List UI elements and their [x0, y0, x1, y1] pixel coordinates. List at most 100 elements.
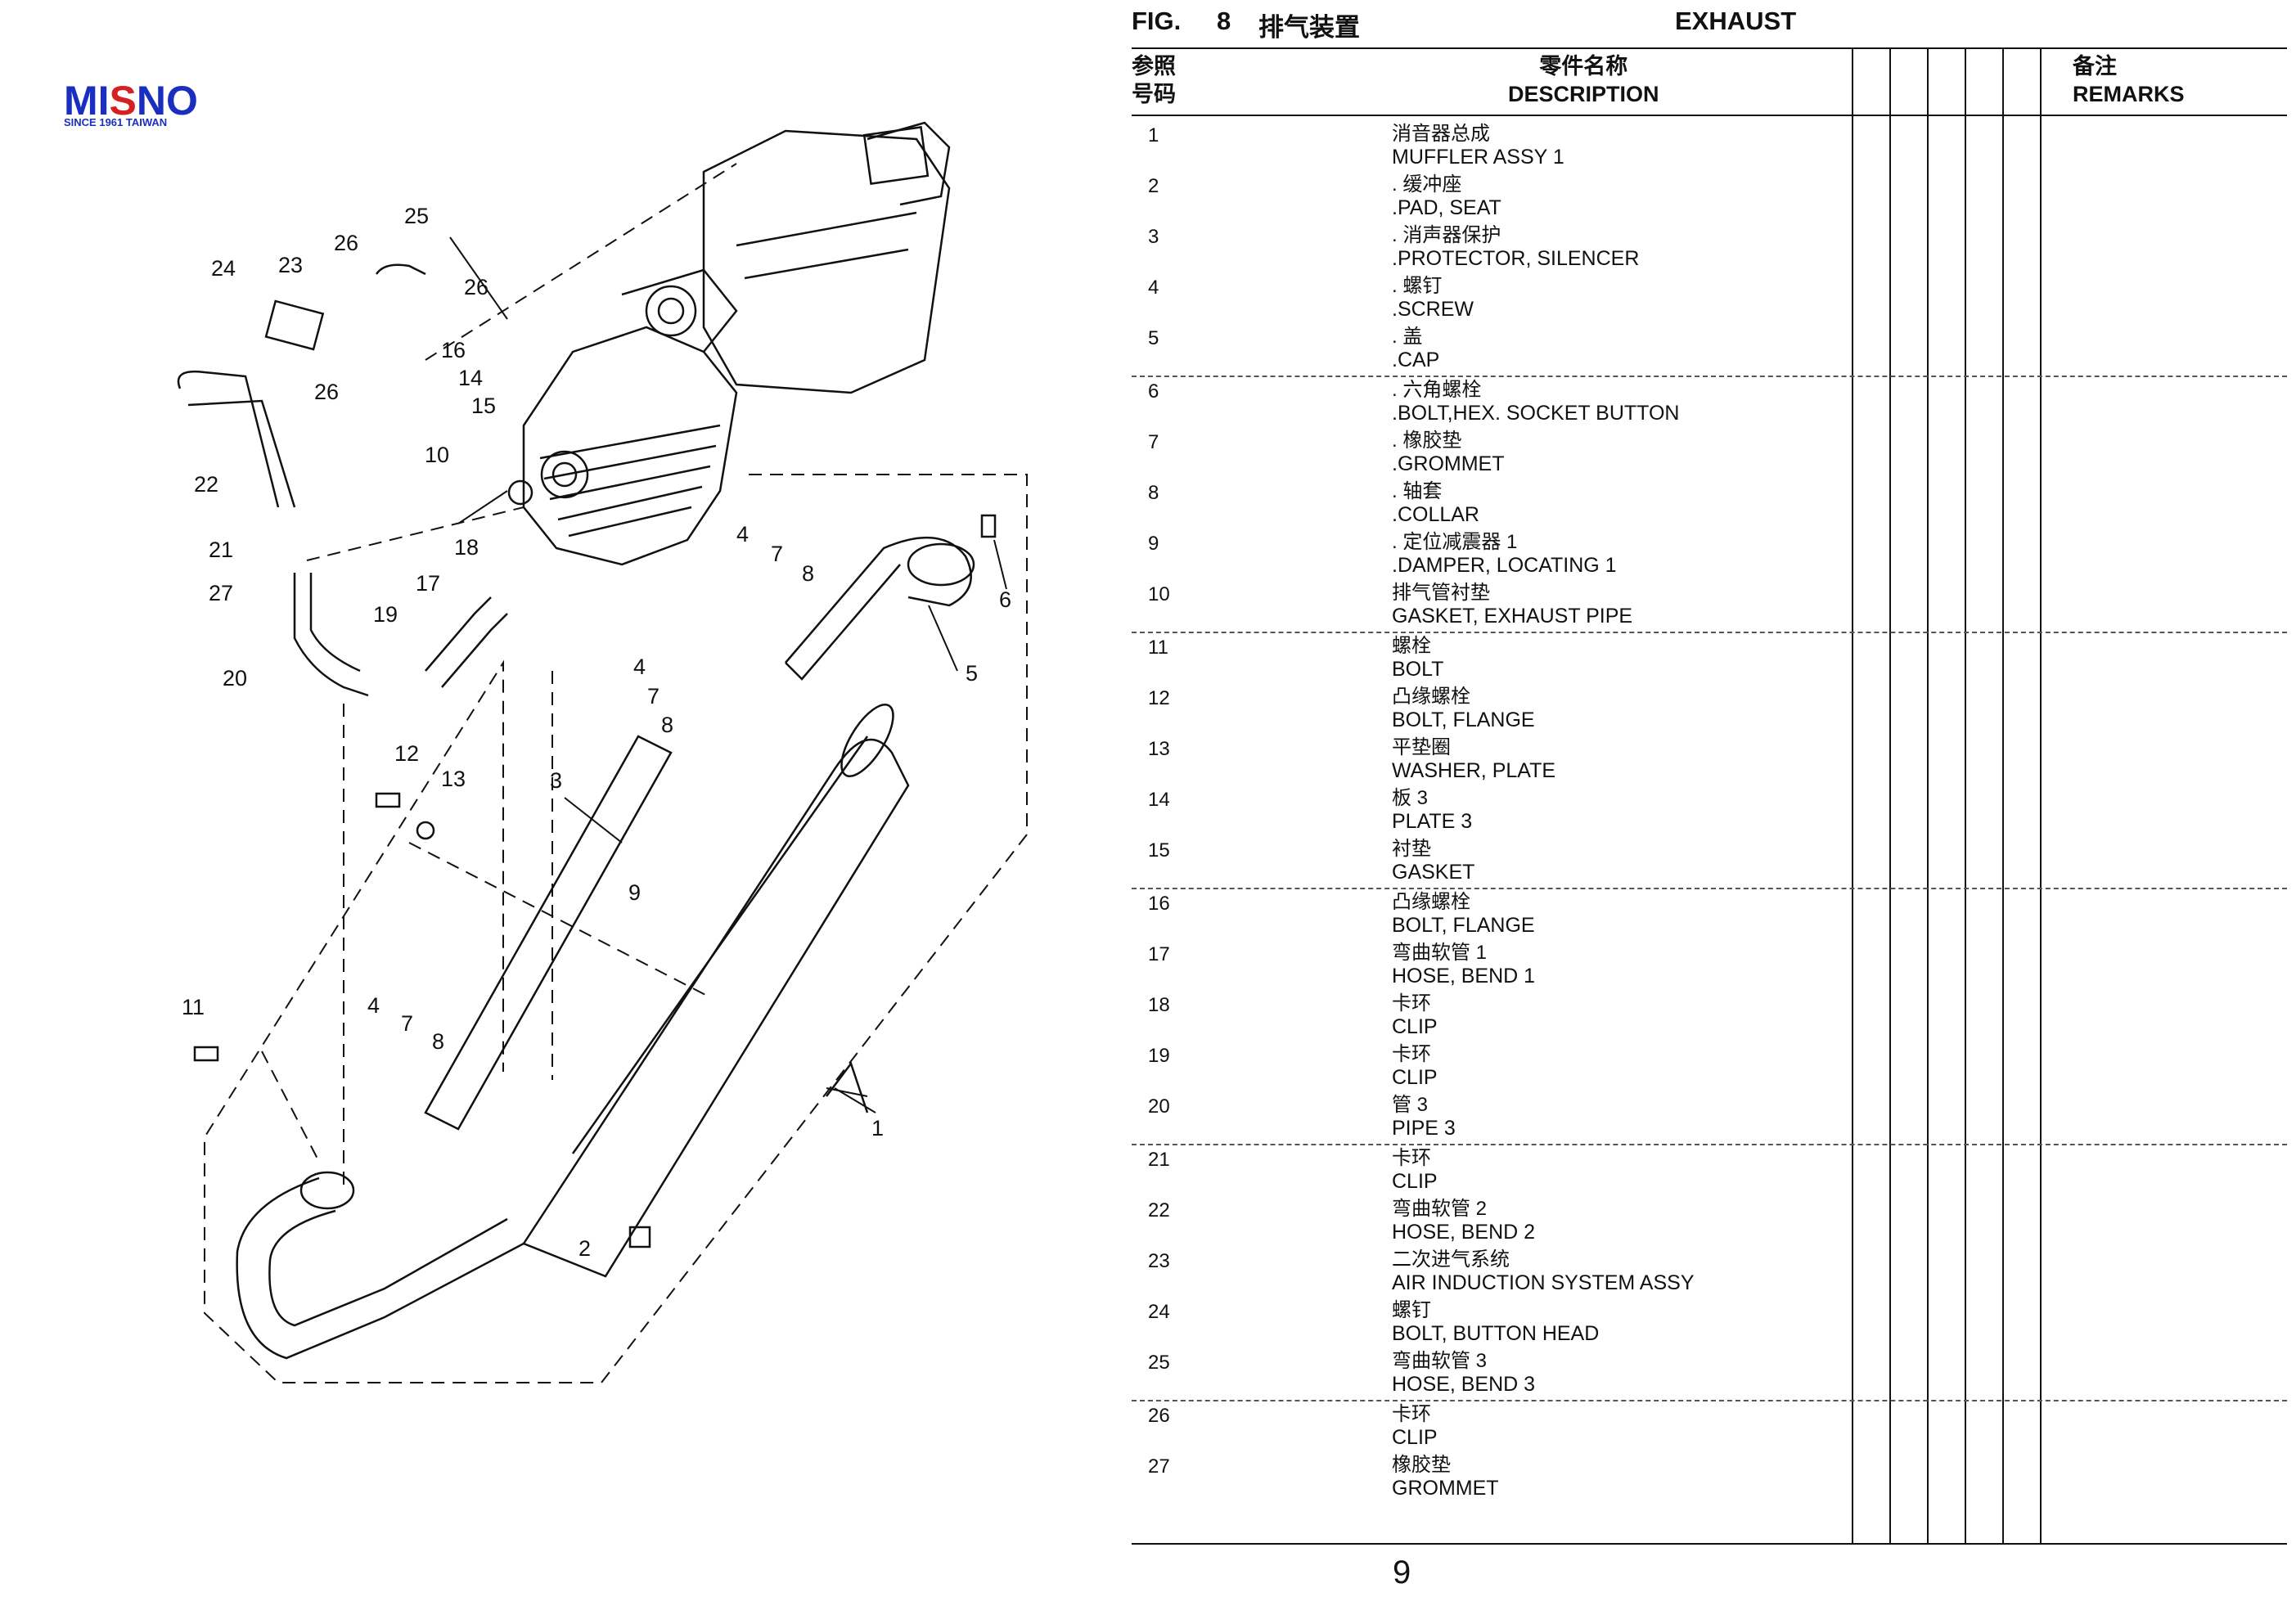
callout-26b: 26: [464, 275, 488, 299]
callout-25: 25: [404, 204, 429, 228]
callout-10: 10: [425, 443, 449, 467]
part-ref: 25: [1148, 1352, 1170, 1374]
bolt-11: [193, 1046, 219, 1062]
part-name-cn: . 消声器保护: [1392, 224, 1501, 246]
callout-15: 15: [471, 394, 496, 418]
part-ref: 12: [1148, 687, 1170, 709]
callout-3: 3: [550, 768, 562, 793]
part-name-cn: 螺栓: [1392, 635, 1431, 657]
part-name-cn: 弯曲软管 2: [1392, 1198, 1488, 1220]
part-name-en: .PAD, SEAT: [1392, 196, 1501, 219]
part-ref: 26: [1148, 1405, 1170, 1427]
part-name-en: .SCREW: [1392, 298, 1474, 321]
part-name-en: GROMMET: [1392, 1477, 1499, 1500]
part-ref: 2: [1148, 175, 1159, 197]
callout-19: 19: [373, 602, 398, 627]
part-name-cn: 消音器总成: [1392, 123, 1490, 145]
figure-header: FIG. 8 排气装置 EXHAUST: [1132, 7, 2285, 43]
exploded-diagram: MISNO SINCE 1961 TAIWAN: [0, 0, 1129, 1606]
table-row: 8. 轴套.COLLAR: [1132, 480, 1950, 531]
part-name-en: .COLLAR: [1392, 503, 1479, 526]
callout-7: 7: [771, 542, 783, 566]
part-name-cn: 弯曲软管 3: [1392, 1350, 1488, 1372]
callout-7b: 7: [647, 684, 660, 709]
callout-14: 14: [458, 366, 483, 390]
part-name-en: HOSE, BEND 2: [1392, 1221, 1536, 1244]
callout-8c: 8: [432, 1029, 444, 1054]
muffler-bracket: [785, 536, 975, 681]
part-name-en: .DAMPER, LOCATING 1: [1392, 554, 1617, 577]
part-ref: 13: [1148, 738, 1170, 760]
part-name-cn: . 螺钉: [1392, 275, 1443, 297]
part-ref: 21: [1148, 1149, 1170, 1171]
air-box: [702, 121, 951, 394]
part-name-en: GASKET, EXHAUST PIPE: [1392, 605, 1633, 628]
callout-2: 2: [579, 1236, 591, 1261]
part-ref: 5: [1148, 327, 1159, 349]
hex-bolt-6: [980, 514, 997, 538]
part-name-cn: 凸缘螺栓: [1392, 891, 1470, 913]
group-separator: [1132, 632, 2287, 633]
assembly-frames: [204, 163, 1028, 1383]
part-name-en: .PROTECTOR, SILENCER: [1392, 247, 1640, 270]
callouts: 1 2 3 4 5 6 7 8 9 10 11 12 13 14 15 16 1…: [182, 204, 1011, 1261]
callout-6: 6: [999, 587, 1011, 612]
header-description: 零件名称 DESCRIPTION: [1508, 52, 1659, 108]
part-name-cn: 管 3: [1392, 1094, 1429, 1116]
part-name-cn: . 盖: [1392, 326, 1423, 348]
callout-27: 27: [209, 581, 233, 605]
callout-18: 18: [454, 535, 479, 560]
gasket-ring: [507, 479, 533, 506]
page-number: 9: [1393, 1554, 1411, 1590]
part-name-cn: 卡环: [1392, 1403, 1431, 1425]
part-name-en: CLIP: [1392, 1066, 1438, 1089]
header-ref: 参照 号码: [1132, 52, 1176, 108]
part-ref: 17: [1148, 943, 1170, 965]
callout-8: 8: [802, 561, 814, 586]
part-name-en: .CAP: [1392, 349, 1440, 371]
logo-tagline: SINCE 1961 TAIWAN: [64, 116, 167, 128]
part-ref: 16: [1148, 893, 1170, 915]
table-column-divider: [1889, 47, 1891, 1545]
part-ref: 7: [1148, 431, 1159, 453]
part-name-cn: 螺钉: [1392, 1299, 1431, 1321]
callout-23: 23: [278, 253, 303, 277]
callout-8b: 8: [661, 713, 673, 737]
part-ref: 19: [1148, 1045, 1170, 1067]
table-bottom-rule: [1132, 1543, 2287, 1545]
part-name-en: HOSE, BEND 3: [1392, 1373, 1536, 1396]
seat-pad: [628, 1226, 651, 1248]
callout-1: 1: [871, 1116, 884, 1140]
part-name-en: BOLT, BUTTON HEAD: [1392, 1322, 1600, 1345]
table-row: 7. 橡胶垫.GROMMET: [1132, 430, 1950, 480]
part-name-en: MUFFLER ASSY 1: [1392, 146, 1564, 169]
part-name-cn: . 定位减震器 1: [1392, 531, 1518, 553]
part-ref: 10: [1148, 583, 1170, 605]
part-name-cn: 凸缘螺栓: [1392, 686, 1470, 708]
flange-bolt: [375, 792, 401, 808]
part-name-en: .BOLT,HEX. SOCKET BUTTON: [1392, 402, 1680, 425]
group-separator: [1132, 1400, 2287, 1401]
part-ref: 1: [1148, 124, 1159, 146]
figure-label: FIG.: [1132, 7, 1182, 35]
callout-12: 12: [394, 741, 419, 766]
part-name-cn: 橡胶垫: [1392, 1454, 1451, 1476]
locating-damper: [826, 1061, 869, 1113]
callout-22: 22: [194, 472, 218, 497]
part-name-cn: . 缓冲座: [1392, 173, 1462, 196]
part-ref: 4: [1148, 277, 1159, 299]
callout-26: 26: [334, 231, 358, 255]
header-remarks: 备注 REMARKS: [2073, 52, 2185, 108]
part-ref: 9: [1148, 533, 1159, 555]
callout-11: 11: [182, 995, 205, 1019]
header-remarks-cn: 备注: [2073, 54, 2117, 79]
callout-4: 4: [736, 522, 749, 547]
callout-16: 16: [441, 338, 466, 362]
